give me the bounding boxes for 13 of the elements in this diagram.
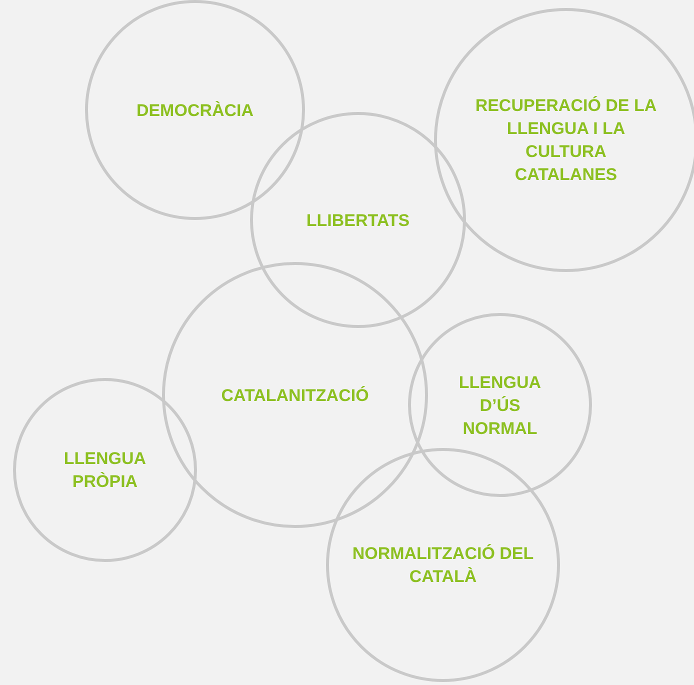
- circle: [162, 262, 428, 528]
- circle: [13, 378, 197, 562]
- circle-label: LLIBERTATS: [305, 210, 411, 232]
- circle-label: DEMOCRÀCIA: [135, 100, 255, 122]
- circle: [326, 448, 560, 682]
- circle-label: RECUPERACIÓ DE LA LLENGUA I LA CULTURA CATALANES: [474, 95, 658, 186]
- circle: [85, 0, 305, 220]
- circle: [408, 313, 592, 497]
- circle-label: LLENGUA PRÒPIA: [62, 448, 148, 493]
- circle: [434, 8, 694, 272]
- circle-label: CATALANITZACIÓ: [220, 384, 370, 406]
- circle-label: NORMALITZACIÓ DEL CATALÀ: [351, 543, 535, 588]
- circle-label: LLENGUA D’ÚS NORMAL: [458, 372, 542, 440]
